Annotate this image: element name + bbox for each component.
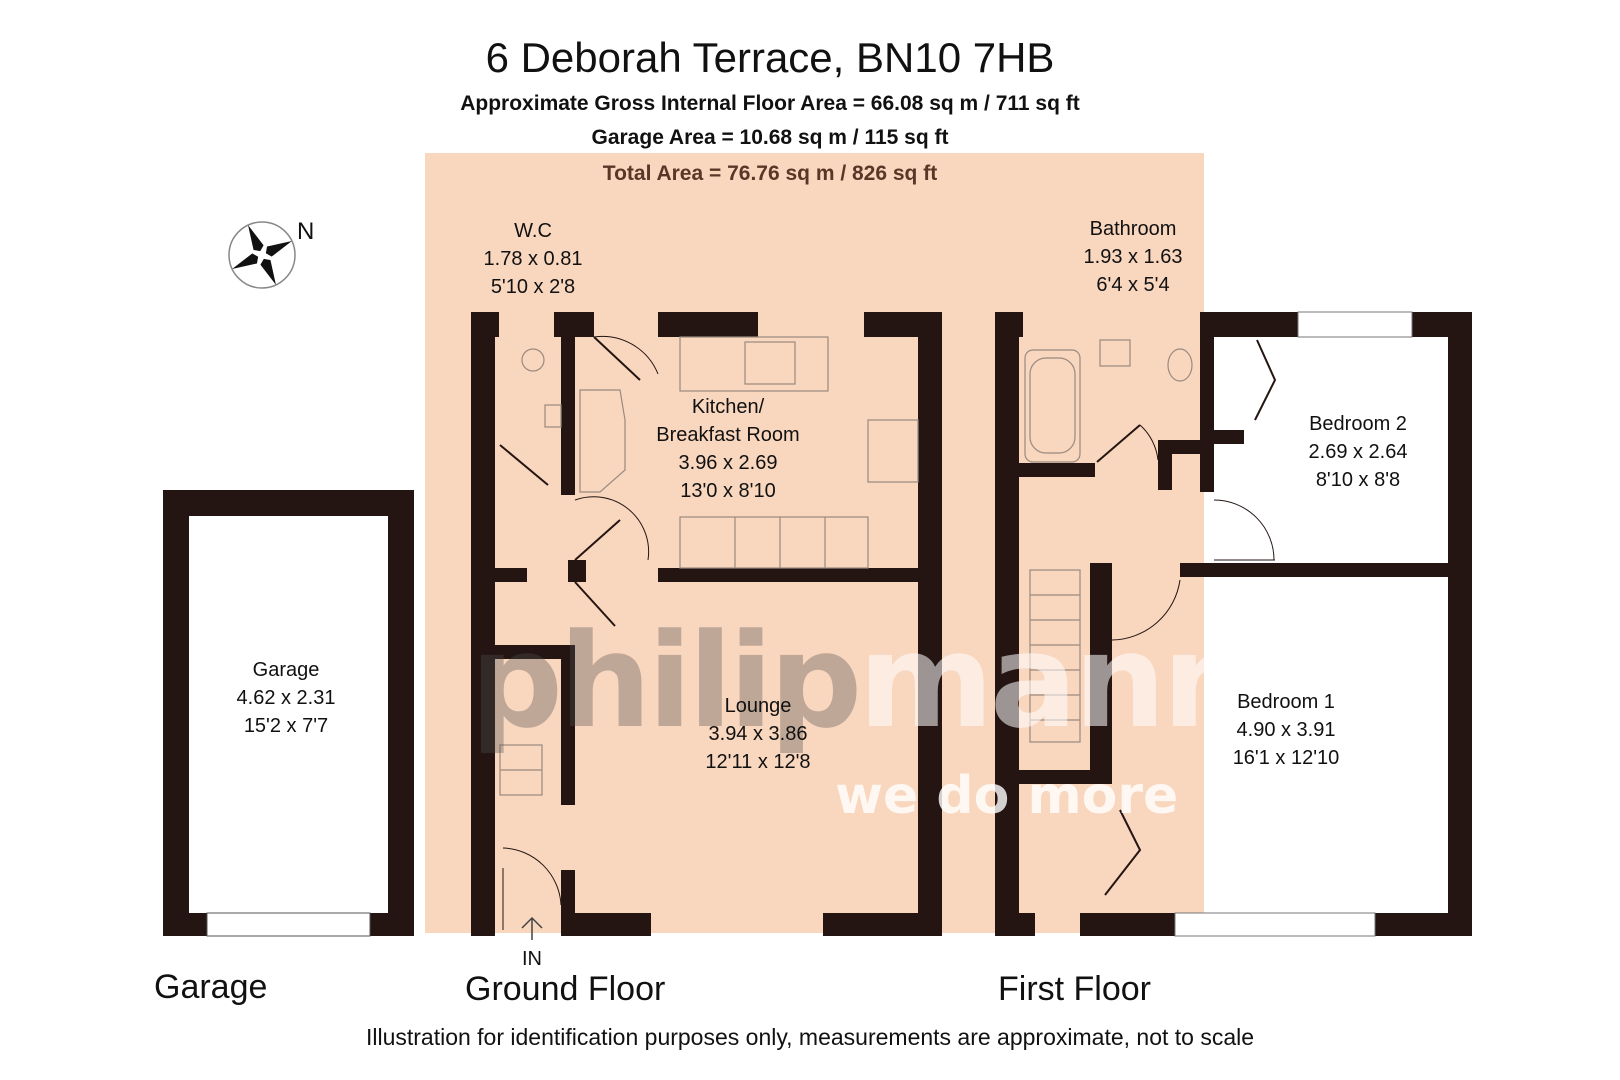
room-imperial: 15'2 x 7'7: [243, 715, 329, 737]
room-metric: 4.62 x 2.31: [236, 687, 336, 709]
room-imperial: 16'1 x 12'10: [1232, 747, 1340, 769]
first-floor-walls: [995, 312, 1472, 936]
gross-area-text: Approximate Gross Internal Floor Area = …: [460, 92, 1080, 115]
room-label-bedroom1: Bedroom 1 4.90 x 3.91 16'1 x 12'10: [1233, 688, 1340, 772]
garage-area-text: Garage Area = 10.68 sq m / 115 sq ft: [591, 126, 949, 149]
brand-watermark-dark: philip: [470, 605, 862, 757]
room-imperial: 8'10 x 8'8: [1315, 469, 1401, 491]
kitchen-units: [499, 336, 919, 796]
room-label-wc: W.C 1.78 x 0.81 5'10 x 2'8: [484, 217, 583, 301]
room-label-bathroom: Bathroom 1.93 x 1.63 6'4 x 5'4: [1084, 215, 1183, 299]
ground-floor-walls: [471, 312, 942, 936]
bedroom1-window: [1174, 912, 1376, 937]
entrance-label: IN: [522, 948, 542, 970]
room-name: Bathroom: [1089, 218, 1177, 240]
room-imperial: 13'0 x 8'10: [680, 480, 776, 502]
garage-door: [206, 912, 371, 937]
room-name: Lounge: [724, 695, 792, 717]
floor-label-first: First Floor: [998, 970, 1151, 1008]
brand-watermark: philipmann: [470, 605, 1255, 757]
room-name: W.C: [514, 220, 552, 242]
brand-watermark-light: mann: [858, 605, 1254, 757]
bathroom-fittings: [1024, 339, 1193, 743]
room-metric: 4.90 x 3.91: [1236, 719, 1336, 741]
garage-walls: [163, 490, 414, 936]
room-name: Kitchen/: [691, 396, 765, 418]
room-label-bedroom2: Bedroom 2 2.69 x 2.64 8'10 x 8'8: [1309, 410, 1408, 494]
highlight-region: [425, 153, 1204, 933]
room-name: Bedroom 2: [1309, 413, 1407, 435]
entrance-arrow: [521, 916, 543, 940]
room-label-lounge: Lounge 3.94 x 3.86 12'11 x 12'8: [705, 692, 810, 776]
total-area-text: Total Area = 76.76 sq m / 826 sq ft: [602, 162, 938, 185]
bedroom2-window: [1297, 311, 1413, 338]
room-name: Garage: [252, 659, 320, 681]
first-floor-doors: [1096, 339, 1277, 896]
room-metric: 3.94 x 3.86: [708, 723, 808, 745]
plan-title: 6 Deborah Terrace, BN10 7HB: [485, 34, 1055, 81]
compass-north-label: N: [297, 218, 315, 245]
room-imperial: 5'10 x 2'8: [490, 276, 576, 298]
room-label-kitchen: Kitchen/ Breakfast Room 3.96 x 2.69 13'0…: [656, 393, 799, 505]
brand-tagline-watermark: we do more: [835, 766, 1179, 826]
room-imperial: 12'11 x 12'8: [705, 751, 811, 773]
room-name: Breakfast Room: [656, 424, 800, 446]
disclaimer-text: Illustration for identification purposes…: [365, 1024, 1255, 1050]
floor-label-ground: Ground Floor: [465, 970, 666, 1008]
compass-icon: [228, 221, 296, 289]
ground-floor-doors: [499, 335, 659, 930]
room-imperial: 6'4 x 5'4: [1096, 274, 1170, 296]
room-name: Bedroom 1: [1237, 691, 1335, 713]
room-label-garage: Garage 4.62 x 2.31 15'2 x 7'7: [237, 656, 336, 740]
room-metric: 2.69 x 2.64: [1308, 441, 1408, 463]
room-metric: 3.96 x 2.69: [678, 452, 778, 474]
floor-label-garage: Garage: [154, 968, 268, 1006]
room-metric: 1.78 x 0.81: [483, 248, 583, 270]
room-metric: 1.93 x 1.63: [1083, 246, 1183, 268]
